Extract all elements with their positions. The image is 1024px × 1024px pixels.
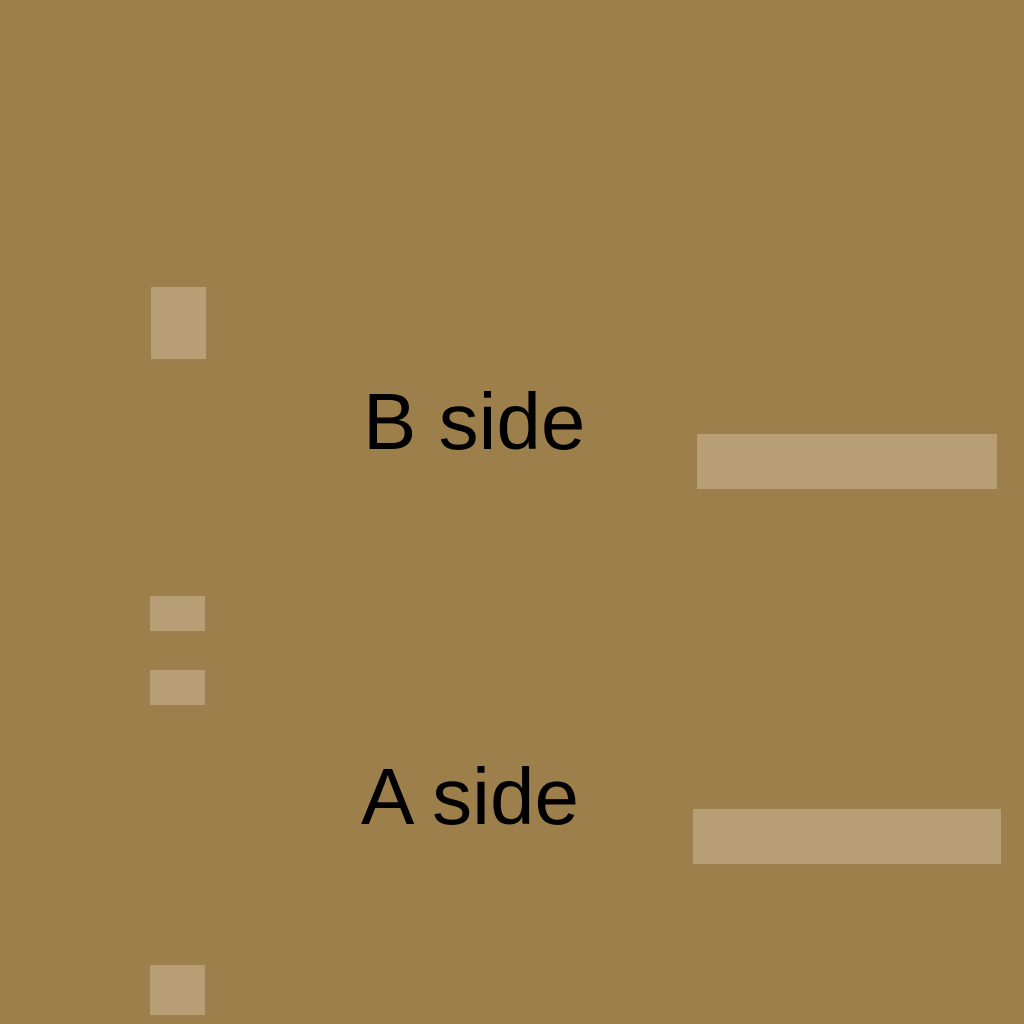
upper-left-tall-block	[151, 287, 206, 359]
middle-left-small-block-upper	[150, 596, 205, 631]
b-side-right-bar	[697, 434, 997, 489]
middle-left-small-block-lower	[150, 670, 205, 705]
a-side-label: A side	[361, 752, 579, 841]
bottom-left-block	[150, 965, 205, 1015]
b-side-label: B side	[363, 377, 586, 466]
a-side-right-bar	[693, 809, 1001, 864]
